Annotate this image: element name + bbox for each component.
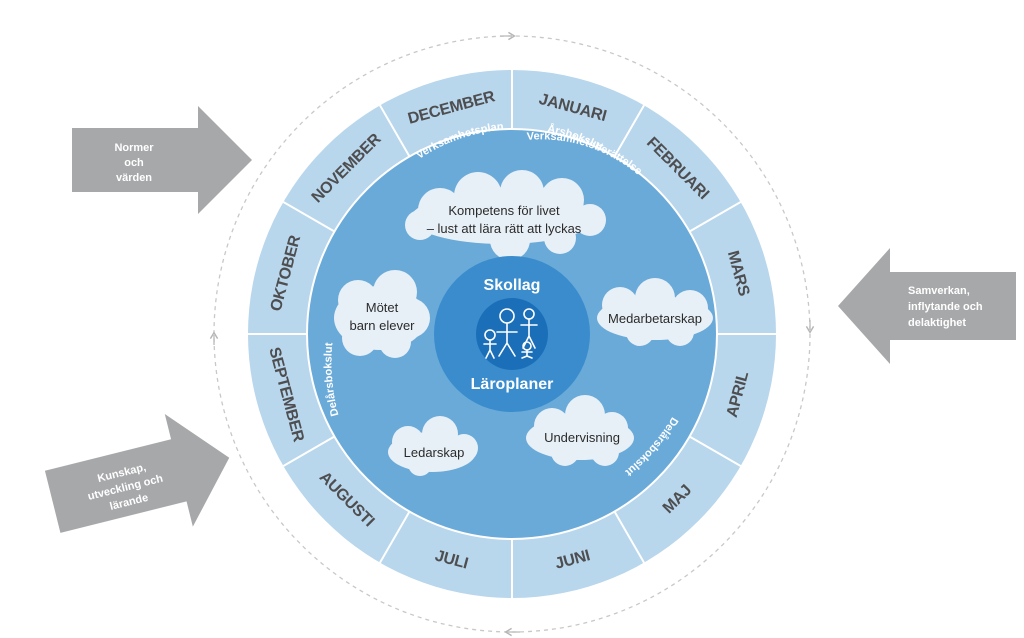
- arrow-kunskap: Kunskap, utveckling och lärande: [44, 414, 230, 533]
- cloud-ledarskap: Ledarskap: [388, 416, 478, 476]
- month-divider: [379, 104, 411, 157]
- core-skollag: Skollag: [484, 277, 541, 294]
- month-divider: [613, 511, 645, 564]
- core-laroplaner: Läroplaner: [471, 376, 554, 393]
- cloud-kompetens-line1: Kompetens för livet: [448, 203, 560, 218]
- month-divider: [613, 104, 645, 157]
- month-dividers: [248, 70, 776, 598]
- cloud-motet-line1: Mötet: [366, 300, 399, 315]
- cloud-motet: Mötet barn elever: [334, 270, 430, 358]
- cloud-motet-line2: barn elever: [349, 318, 415, 333]
- cloud-undervisning-line1: Undervisning: [544, 430, 620, 445]
- arrow-samverkan-line1: Samverkan,: [908, 285, 970, 297]
- arrow-normer-line1: Normer: [114, 142, 154, 154]
- arrow-normer-line2: och: [124, 157, 144, 169]
- people-icon: [483, 308, 538, 359]
- month-divider: [379, 511, 411, 564]
- cloud-kompetens: Kompetens för livet – lust att lära rätt…: [405, 170, 606, 260]
- arrow-samverkan-line2: inflytande och: [908, 301, 983, 313]
- arrow-normer: Normer och värden: [72, 106, 252, 214]
- arrow-samverkan-line3: delaktighet: [908, 317, 966, 329]
- cloud-medarbetarskap: Medarbetarskap: [597, 278, 713, 346]
- arrow-normer-line3: värden: [116, 172, 152, 184]
- cloud-kompetens-line2: – lust att lära rätt att lyckas: [427, 221, 582, 236]
- cloud-ledarskap-line1: Ledarskap: [404, 445, 465, 460]
- month-divider: [689, 201, 742, 233]
- month-divider: [282, 201, 335, 233]
- cloud-medarbetarskap-line1: Medarbetarskap: [608, 311, 702, 326]
- month-divider: [689, 435, 742, 467]
- arrow-samverkan: Samverkan, inflytande och delaktighet: [838, 248, 1016, 364]
- month-divider: [282, 435, 335, 467]
- core-inner-circle: [476, 298, 548, 370]
- cloud-undervisning: Undervisning: [526, 395, 634, 466]
